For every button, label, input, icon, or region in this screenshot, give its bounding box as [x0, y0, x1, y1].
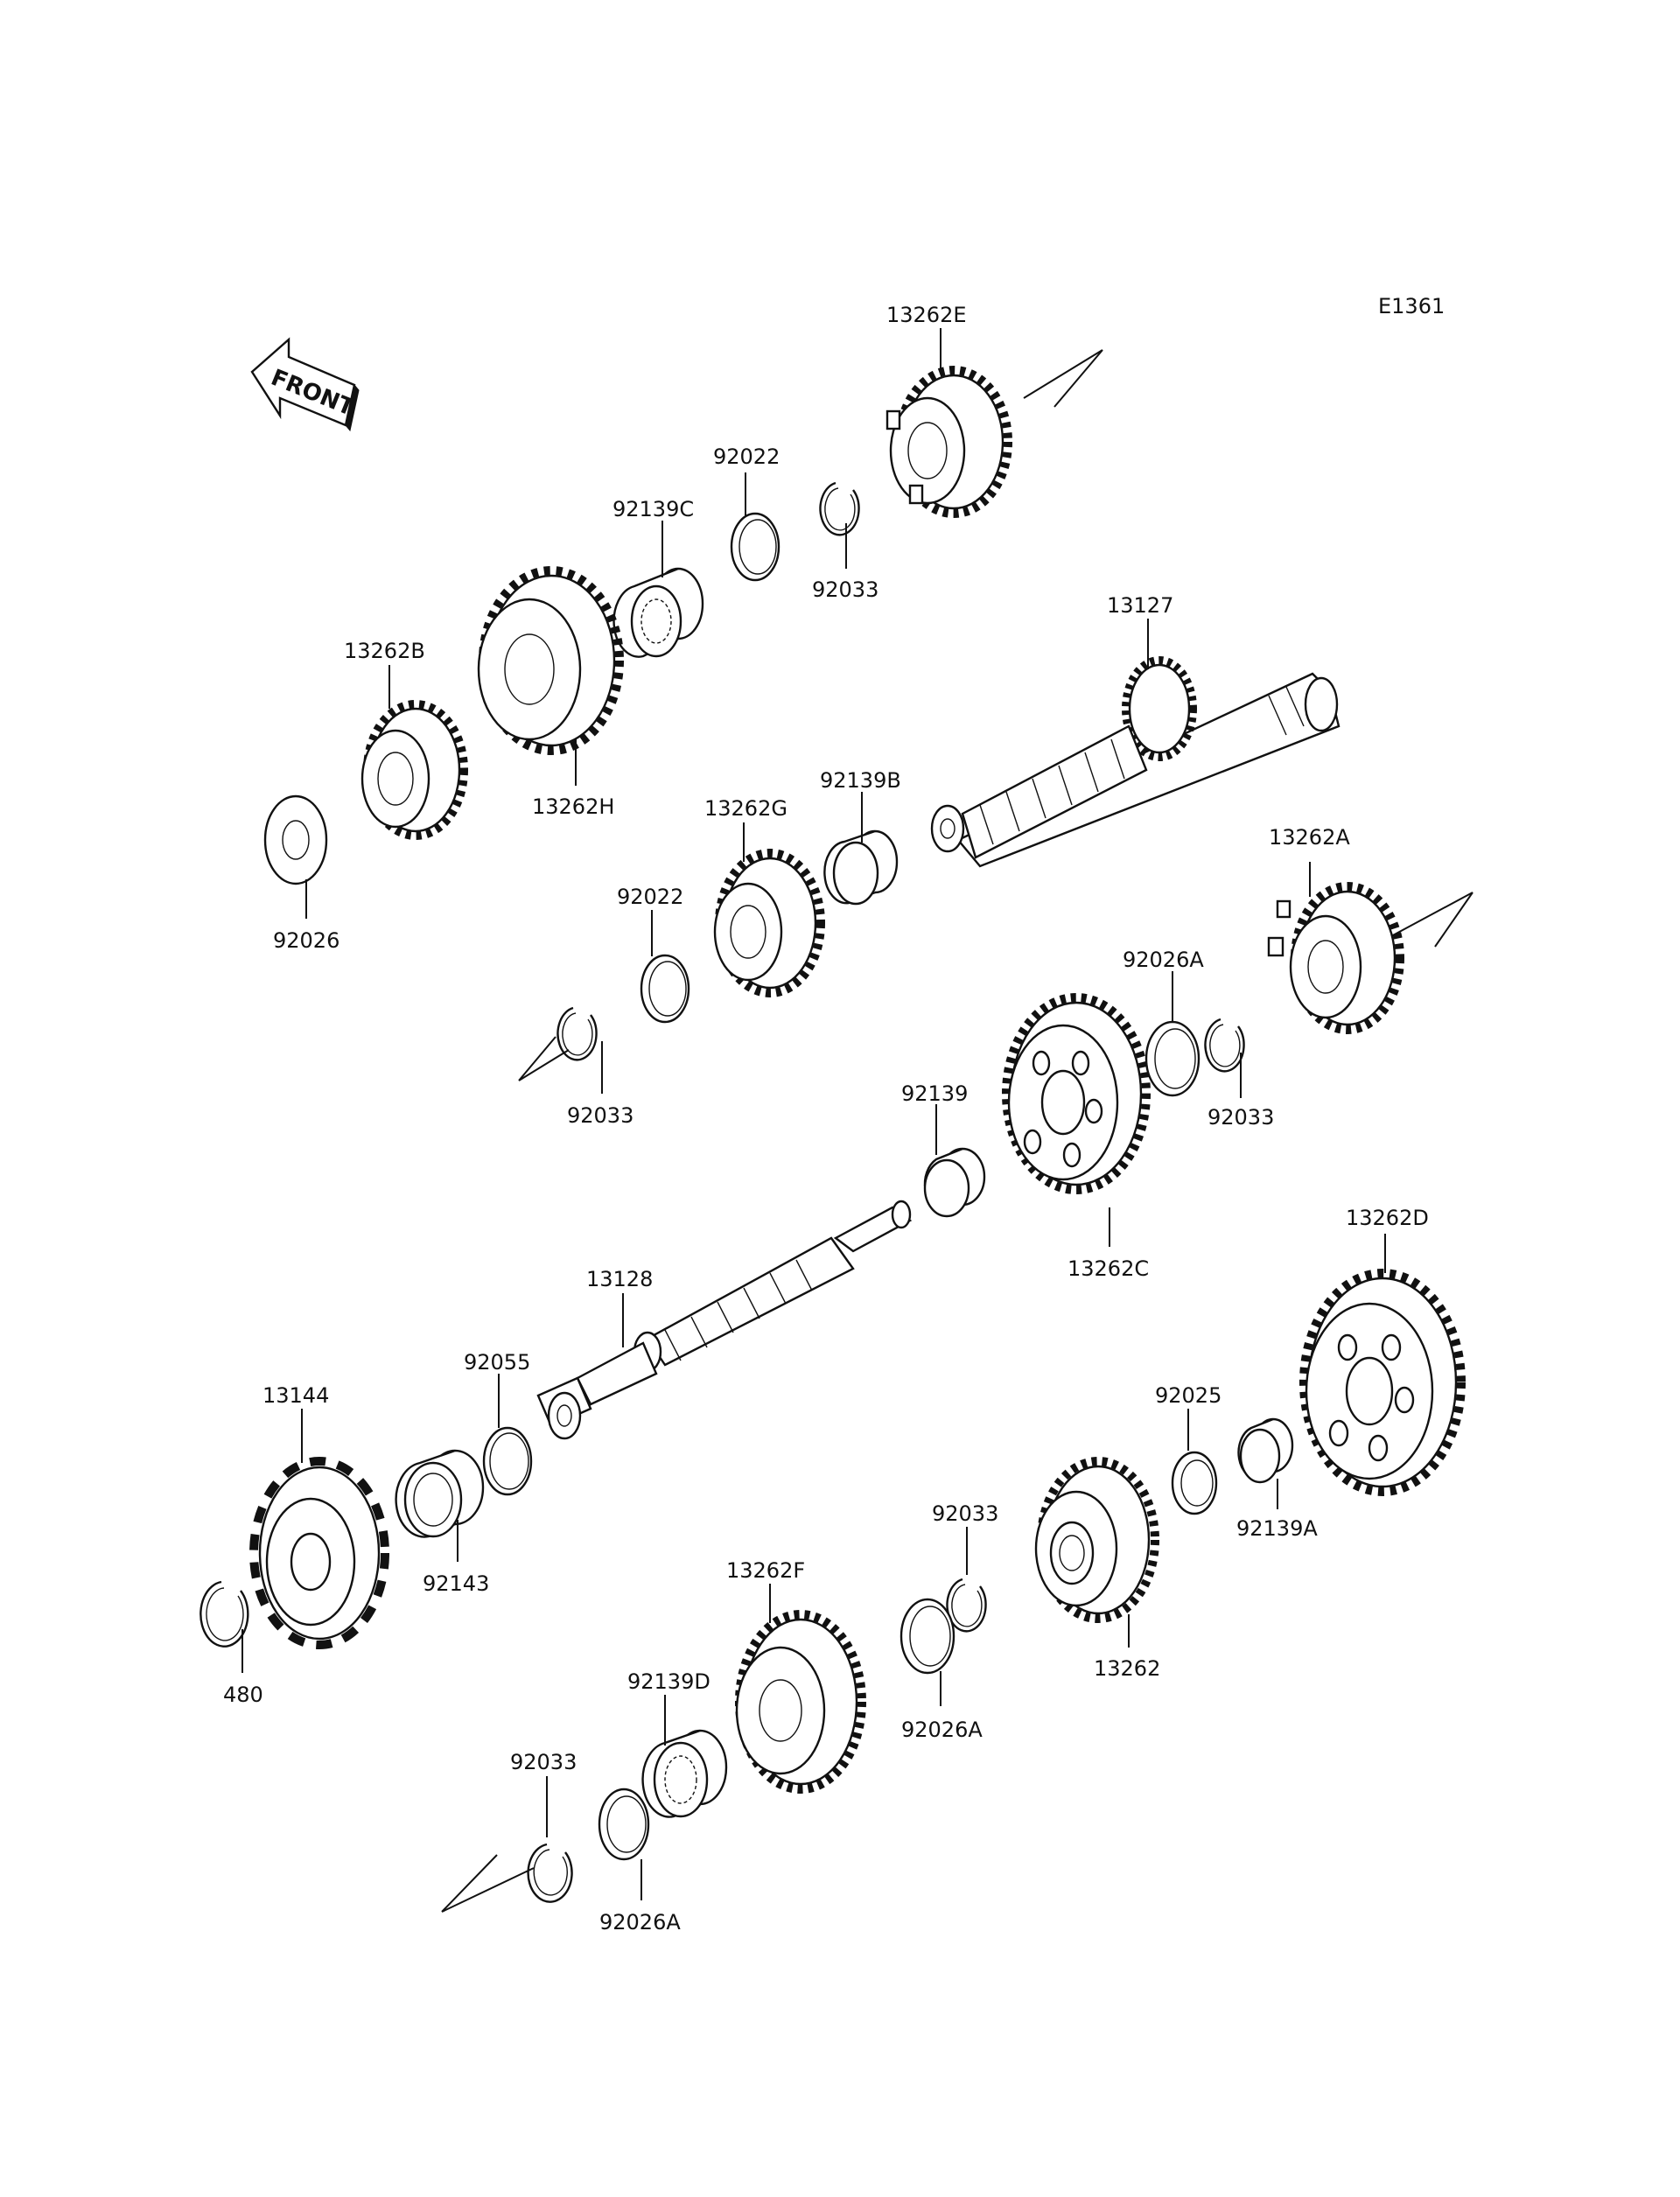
sprocket-13144[interactable]: [249, 1457, 389, 1649]
circlip-92033-bottom[interactable]: [527, 1843, 573, 1903]
circlip-480[interactable]: [200, 1580, 249, 1648]
washer-92025[interactable]: [1171, 1451, 1218, 1515]
bushing-92139A[interactable]: [1237, 1417, 1294, 1484]
callout-92139D: 92139D: [627, 1669, 710, 1694]
gear-13262E[interactable]: [886, 366, 1012, 518]
callout-13262D: 13262D: [1346, 1206, 1429, 1230]
callout-13262G: 13262G: [704, 796, 788, 821]
washer-92026A-mid[interactable]: [900, 1598, 956, 1675]
callout-92033-lower-right: 92033: [932, 1501, 998, 1526]
callout-13262: 13262: [1094, 1656, 1160, 1681]
gear-13262B[interactable]: [360, 700, 468, 840]
callout-92143: 92143: [423, 1571, 489, 1596]
callout-92026A-mid: 92026A: [901, 1718, 983, 1742]
front-arrow-icon: FRONT: [250, 337, 360, 432]
shaft-13127[interactable]: [930, 656, 1340, 868]
callout-92033-upper: 92033: [812, 577, 878, 602]
bushing-92139B[interactable]: [823, 829, 899, 906]
collar-92143[interactable]: [395, 1449, 485, 1538]
circlip-92033-lower-right[interactable]: [946, 1578, 987, 1633]
callout-13262H: 13262H: [532, 794, 614, 819]
callout-92026A-bottom: 92026A: [599, 1910, 681, 1935]
callout-92139C: 92139C: [612, 497, 694, 521]
callout-13262A: 13262A: [1269, 825, 1350, 850]
callout-92139: 92139: [901, 1081, 968, 1106]
washer-92026A-right[interactable]: [1144, 1020, 1200, 1097]
callout-13262F: 13262F: [726, 1558, 805, 1583]
oring-92055[interactable]: [482, 1426, 533, 1496]
gear-13262H[interactable]: [477, 566, 624, 755]
callout-92033-bottom: 92033: [510, 1750, 577, 1774]
callout-92026A-right: 92026A: [1123, 948, 1204, 972]
washer-92022-middle[interactable]: [640, 954, 690, 1024]
callout-92033-mid-left: 92033: [567, 1103, 634, 1128]
gear-13262F[interactable]: [735, 1610, 866, 1794]
callout-92033-right: 92033: [1208, 1105, 1274, 1130]
callout-92139A: 92139A: [1236, 1516, 1318, 1541]
shaft-13128[interactable]: [536, 1200, 913, 1440]
washer-92026[interactable]: [263, 794, 328, 885]
bushing-92139[interactable]: [923, 1147, 986, 1218]
callout-480: 480: [223, 1683, 263, 1707]
diagram-code: E1361: [1378, 294, 1445, 318]
callout-13262E: 13262E: [886, 303, 967, 327]
gear-13262A[interactable]: [1267, 882, 1404, 1034]
circlip-92033-right[interactable]: [1204, 1018, 1245, 1073]
callout-92025: 92025: [1155, 1383, 1222, 1408]
callout-13262B: 13262B: [344, 639, 425, 663]
gear-13262[interactable]: [1034, 1457, 1159, 1623]
washer-92022-upper[interactable]: [730, 512, 780, 582]
callout-92022-middle: 92022: [617, 885, 683, 909]
bearing-92139C[interactable]: [612, 567, 704, 658]
bearing-92139D[interactable]: [641, 1729, 728, 1818]
circlip-92033-mid-left[interactable]: [556, 1006, 598, 1061]
callout-13144: 13144: [262, 1383, 329, 1408]
callout-92022-upper: 92022: [713, 444, 780, 469]
callout-13262C: 13262C: [1068, 1256, 1149, 1281]
callout-13128: 13128: [586, 1267, 653, 1291]
callout-92055: 92055: [464, 1350, 530, 1375]
callout-13127: 13127: [1107, 593, 1173, 618]
circlip-92033-upper[interactable]: [819, 481, 860, 536]
callout-92139B: 92139B: [820, 768, 901, 793]
callout-92026: 92026: [273, 928, 340, 953]
gear-13262C[interactable]: [1002, 993, 1151, 1194]
gear-13262G[interactable]: [713, 849, 825, 997]
gear-13262D[interactable]: [1299, 1269, 1466, 1496]
